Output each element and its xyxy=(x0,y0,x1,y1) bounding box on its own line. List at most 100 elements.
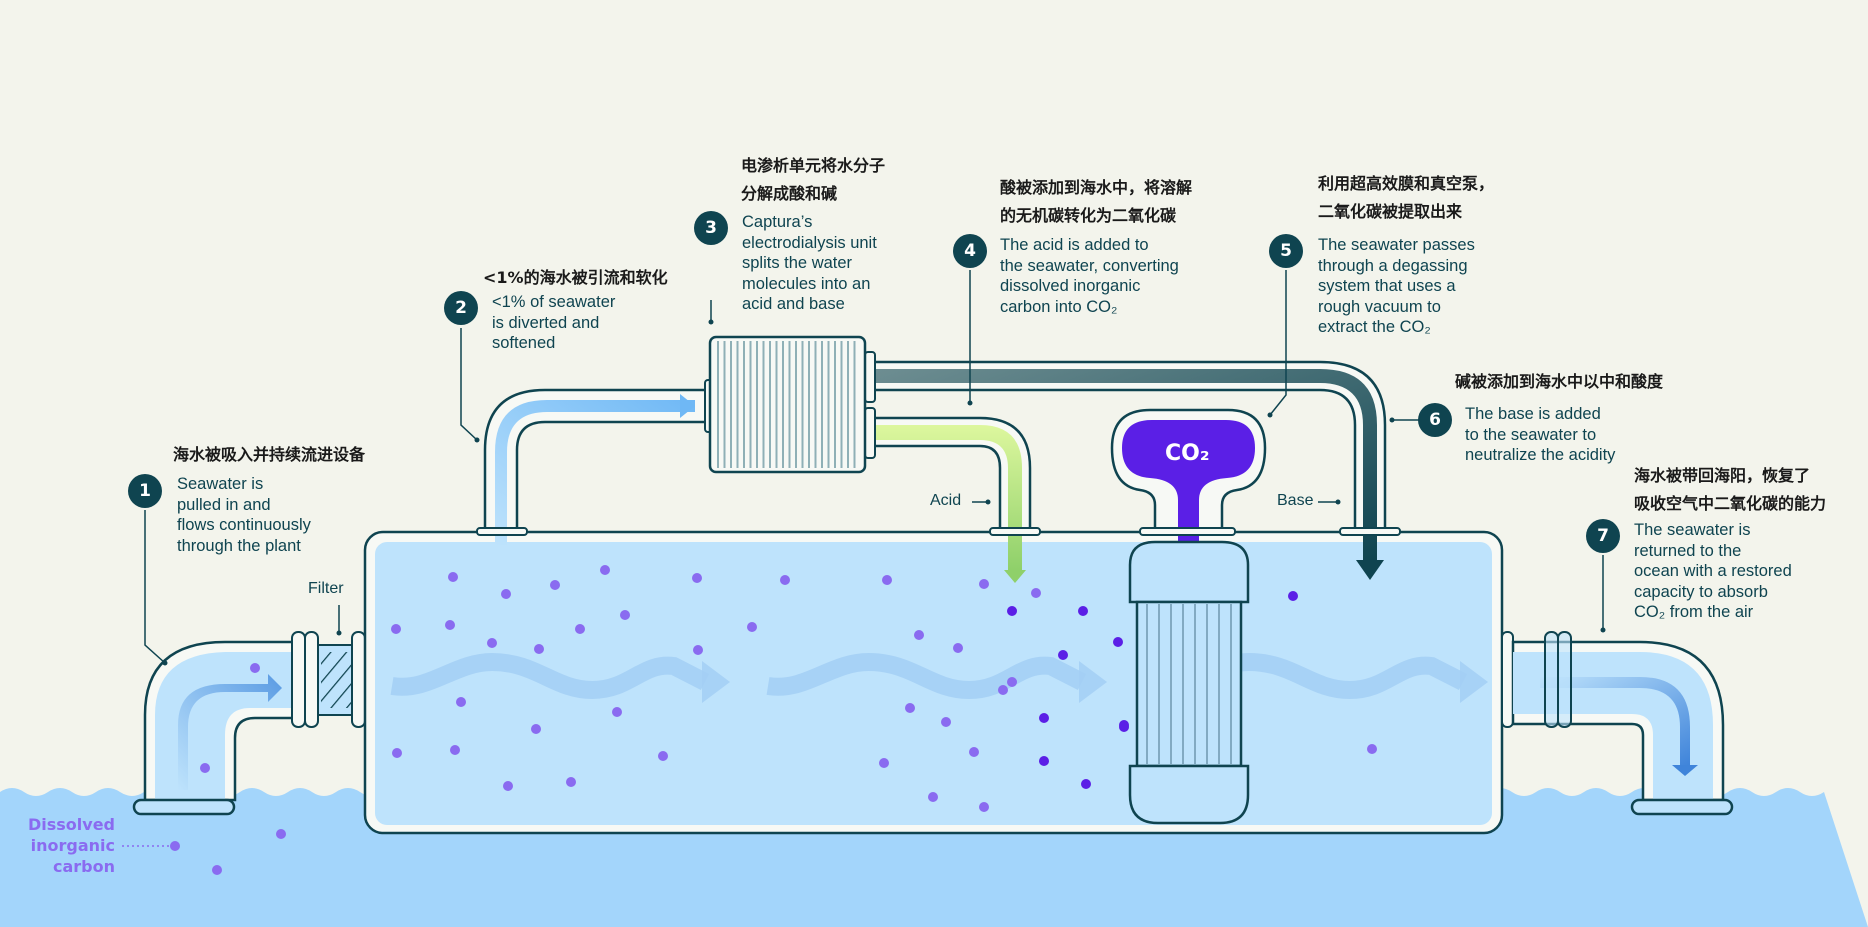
step-3-badge: 3 xyxy=(694,211,728,245)
step-6-badge: 6 xyxy=(1418,403,1452,437)
text-line: CO₂ from the air xyxy=(1634,603,1754,621)
dissolved-carbon-dot xyxy=(953,643,963,653)
text-line: through the plant xyxy=(177,536,301,555)
dissolved-carbon-dot xyxy=(914,630,924,640)
dissolved-carbon-dot xyxy=(1031,588,1041,598)
text-line: is diverted and xyxy=(492,313,600,332)
text-line: softened xyxy=(492,334,556,352)
co2-bulb-label: CO₂ xyxy=(1165,441,1210,466)
text-line: inorganic xyxy=(30,836,115,855)
co2-dot xyxy=(1058,650,1068,660)
step-1-badge: 1 xyxy=(128,474,162,508)
dissolved-carbon-dot xyxy=(882,575,892,585)
dissolved-carbon-dot xyxy=(998,685,1008,695)
text-line: dissolved inorganic xyxy=(1000,277,1141,295)
dissolved-carbon-dot xyxy=(612,707,622,717)
step-6-title-zh: 碱被添加到海水中以中和酸度 xyxy=(1455,372,1664,391)
text-line: 分解成酸和碱 xyxy=(741,184,838,203)
dissolved-carbon-dot xyxy=(250,663,260,673)
step-7-title-zh: 海水被带回海阳，恢复了吸收空气中二氧化碳的能力 xyxy=(1634,462,1826,518)
electrodialysis-unit xyxy=(704,335,876,474)
co2-dot xyxy=(1039,756,1049,766)
dissolved-carbon-dot xyxy=(979,579,989,589)
text-line: carbon into CO₂ xyxy=(1000,297,1118,316)
dissolved-carbon-dot xyxy=(905,703,915,713)
dissolved-carbon-dot xyxy=(969,747,979,757)
filter-label: Filter xyxy=(308,580,344,597)
co2-dot xyxy=(1078,606,1088,616)
dissolved-carbon-dot xyxy=(979,802,989,812)
dissolved-carbon-dot xyxy=(534,644,544,654)
flow-wave xyxy=(390,652,710,700)
step-2-title-zh: <1%的海水被引流和软化 xyxy=(483,268,668,287)
dissolved-carbon-dot xyxy=(600,565,610,575)
dissolved-carbon-dot xyxy=(780,575,790,585)
step-4-badge: 4 xyxy=(953,234,987,268)
text-line: 酸被添加到海水中，将溶解 xyxy=(1000,178,1193,197)
dissolved-carbon-dot xyxy=(456,697,466,707)
step-1-title-zh: 海水被吸入并持续流进设备 xyxy=(173,445,366,464)
step-7-badge: 7 xyxy=(1586,519,1620,553)
text-line: The seawater passes xyxy=(1318,236,1475,254)
text-line: splits the water xyxy=(742,254,853,272)
co2-dot xyxy=(1119,720,1129,730)
dissolved-carbon-dot xyxy=(450,745,460,755)
text-line: The seawater is xyxy=(1634,521,1751,539)
dissolved-carbon-dot xyxy=(503,781,513,791)
dissolved-carbon-dot xyxy=(448,572,458,582)
dissolved-carbon-dot xyxy=(747,622,757,632)
dissolved-carbon-dot xyxy=(941,717,951,727)
text-line: to the seawater to xyxy=(1465,425,1597,444)
dissolved-carbon-dot xyxy=(566,777,576,787)
text-line: molecules into an xyxy=(742,274,871,293)
diversion-pipe xyxy=(476,388,710,545)
text-line: system that uses a xyxy=(1318,277,1456,295)
dissolved-carbon-dot xyxy=(531,724,541,734)
dissolved-carbon-dot xyxy=(879,758,889,768)
flow-wave xyxy=(766,652,1087,700)
dissolved-carbon-dot xyxy=(392,748,402,758)
co2-collector xyxy=(1110,408,1267,545)
text-line: Dissolved xyxy=(27,815,115,834)
co2-dot xyxy=(1113,637,1123,647)
text-line: 电渗析单元将水分子 xyxy=(741,156,886,175)
dissolved-carbon-dot xyxy=(550,580,560,590)
step-4-title-zh: 酸被添加到海水中，将溶解的无机碳转化为二氧化碳 xyxy=(1000,174,1192,230)
filter-element xyxy=(321,652,352,708)
flow-wave-arrowhead xyxy=(1460,661,1488,703)
text-line: 海水被带回海阳，恢复了 xyxy=(1634,466,1811,485)
dissolved-carbon-dot xyxy=(658,751,668,761)
step-2-badge: 2 xyxy=(444,291,478,325)
step-5-title-zh: 利用超高效膜和真空泵，二氧化碳被提取出来 xyxy=(1318,170,1494,226)
co2-dot xyxy=(1039,713,1049,723)
text-line: the seawater, converting xyxy=(1000,256,1179,275)
dissolved-carbon-dot xyxy=(575,624,585,634)
text-line: capacity to absorb xyxy=(1634,582,1768,601)
text-line: The base is added xyxy=(1465,405,1601,423)
dissolved-carbon-dot xyxy=(928,792,938,802)
text-line: 吸收空气中二氧化碳的能力 xyxy=(1634,494,1827,513)
text-line: neutralize the acidity xyxy=(1465,446,1616,464)
flow-wave-arrowhead xyxy=(1079,661,1107,703)
text-line: extract the CO₂ xyxy=(1318,318,1431,336)
dissolved-carbon-dot xyxy=(170,841,180,851)
co2-dot xyxy=(1007,606,1017,616)
dissolved-carbon-dot xyxy=(391,624,401,634)
text-line: <1% of seawater xyxy=(492,293,616,311)
text-line: electrodialysis unit xyxy=(742,233,877,252)
step-3-title-zh: 电渗析单元将水分子分解成酸和碱 xyxy=(741,152,885,208)
base-label: Base xyxy=(1277,492,1314,509)
text-line: pulled in and xyxy=(177,495,271,514)
dissolved-carbon-dot xyxy=(276,829,286,839)
dissolved-carbon-dot xyxy=(693,645,703,655)
leader-lines xyxy=(122,270,1604,847)
dissolved-carbon-dot xyxy=(212,865,222,875)
flow-wave-arrowhead xyxy=(702,661,730,703)
text-line: acid and base xyxy=(742,295,845,313)
text-line: flows continuously xyxy=(177,516,311,534)
step-5-badge: 5 xyxy=(1269,234,1303,268)
